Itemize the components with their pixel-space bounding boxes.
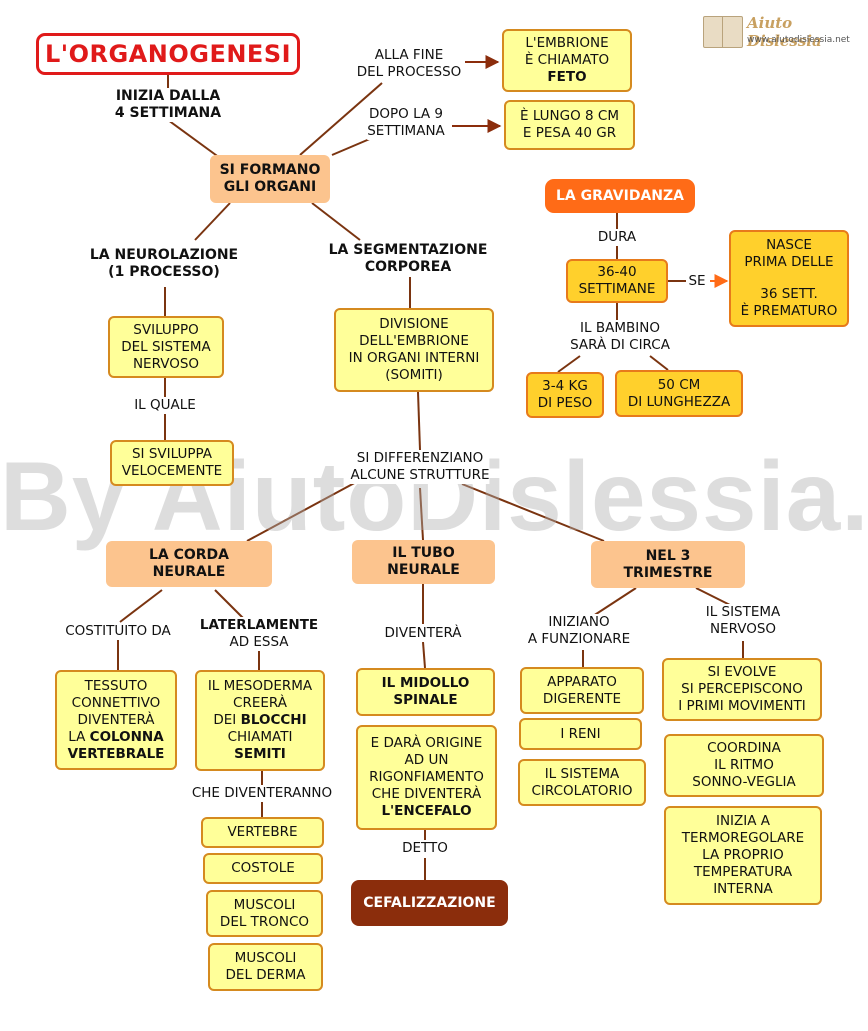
logo-name: Aiuto Dislessia (747, 14, 822, 50)
box-costole: COSTOLE (203, 853, 323, 884)
box-cefalizzazione: CEFALIZZAZIONE (351, 880, 508, 926)
label-che-diventeranno: CHE DIVENTERANNO (191, 785, 333, 802)
logo-url: www.aiutodislessia.net (747, 35, 850, 45)
book-icon (703, 16, 743, 48)
label-costituito: COSTITUITO DA (65, 623, 171, 640)
box-vertebre: VERTEBRE (201, 817, 324, 848)
label-dura: DURA (597, 229, 637, 246)
node-gravidanza: LA GRAVIDANZA (545, 179, 695, 213)
page-title: L'ORGANOGENESI (36, 33, 300, 75)
box-reni: I RENI (519, 718, 642, 750)
label-neurolazione: LA NEUROLAZIONE(1 PROCESSO) (89, 247, 239, 281)
label-se: SE (688, 273, 706, 290)
label-detto: DETTO (402, 840, 448, 857)
label-diventera: DIVENTERÀ (384, 625, 462, 642)
aiutodislessia-logo: Aiuto Dislessia www.aiutodislessia.net (703, 14, 863, 50)
label-il-quale: IL QUALE (134, 397, 196, 414)
